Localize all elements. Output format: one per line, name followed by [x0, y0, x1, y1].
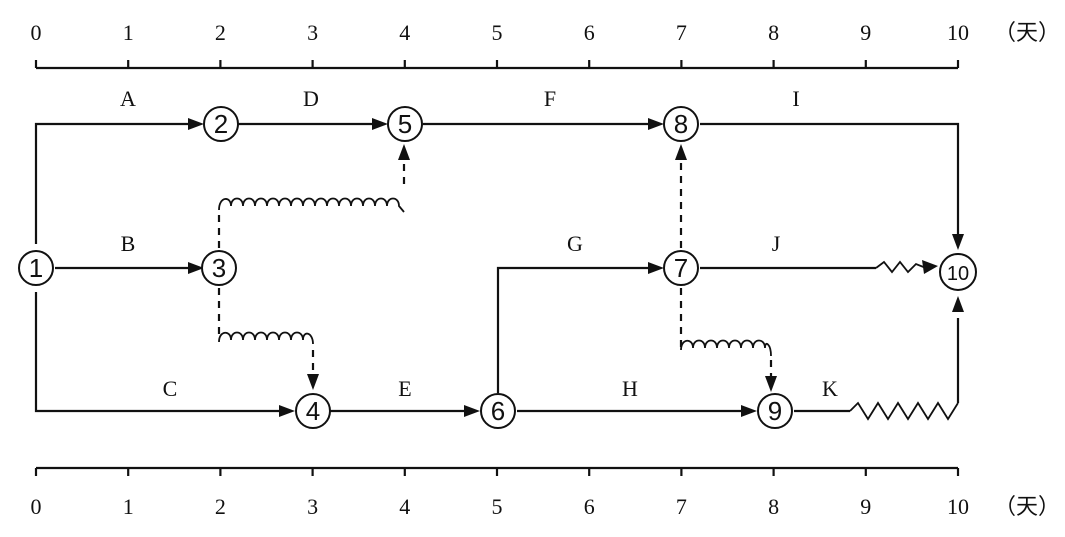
activity-label-i: I — [792, 86, 799, 111]
node-7: 7 — [663, 250, 699, 286]
activity-i-arrowhead — [952, 234, 964, 250]
top-time-axis: 0 1 2 3 4 5 6 7 8 9 10 （天） — [31, 20, 1060, 70]
top-axis-label-0: 0 — [31, 20, 42, 45]
node-8: 8 — [663, 106, 699, 142]
node-9-label: 9 — [768, 396, 782, 426]
top-axis-label-7: 7 — [676, 20, 687, 45]
node-5-label: 5 — [398, 109, 412, 139]
bottom-axis-label-5: 5 — [492, 494, 503, 519]
bottom-axis-ticks: 0 1 2 3 4 5 6 7 8 9 10 — [31, 468, 969, 519]
top-axis-label-8: 8 — [768, 20, 779, 45]
node-3-label: 3 — [212, 253, 226, 283]
bottom-axis-label-7: 7 — [676, 494, 687, 519]
activity-label-f: F — [544, 86, 556, 111]
node-10-label: 10 — [947, 263, 969, 285]
activity-b-arrowhead — [188, 262, 204, 274]
node-9: 9 — [757, 393, 793, 429]
activity-label-d: D — [303, 86, 319, 111]
activity-labels: A B C D E F G H I J K — [120, 86, 838, 401]
node-10-circle — [939, 253, 977, 291]
top-axis-label-9: 9 — [860, 20, 871, 45]
bottom-time-axis: 0 1 2 3 4 5 6 7 8 9 10 （天） — [31, 466, 1060, 519]
dummy-3-5-arrowhead — [398, 144, 410, 160]
top-axis-label-4: 4 — [399, 20, 410, 45]
node-8-label: 8 — [674, 109, 688, 139]
node-6-label: 6 — [491, 396, 505, 426]
node-4-label: 4 — [306, 396, 320, 426]
activity-g-arrow — [496, 266, 652, 393]
top-axis-label-1: 1 — [123, 20, 134, 45]
bottom-axis-label-3: 3 — [307, 494, 318, 519]
bottom-axis-label-0: 0 — [31, 494, 42, 519]
dummy-7-8-arrowhead — [675, 144, 687, 160]
activity-label-k: K — [822, 376, 838, 401]
dummy-activities — [217, 144, 777, 392]
activity-d-arrowhead — [372, 118, 388, 130]
bottom-axis-label-2: 2 — [215, 494, 226, 519]
node-4: 4 — [295, 393, 331, 429]
top-axis-label-5: 5 — [492, 20, 503, 45]
activity-h-arrowhead — [741, 405, 757, 417]
bottom-axis-label-4: 4 — [399, 494, 410, 519]
activity-label-a: A — [120, 86, 136, 111]
activity-c-arrow — [34, 292, 283, 413]
top-axis-label-10: 10 — [947, 20, 969, 45]
node-1-label: 1 — [29, 253, 43, 283]
top-axis-label-2: 2 — [215, 20, 226, 45]
activity-a-arrow — [34, 122, 192, 244]
dummy-7-9-wave — [680, 339, 772, 357]
activity-g-arrowhead — [648, 262, 664, 274]
activity-label-e: E — [398, 376, 411, 401]
node-3-circle — [201, 250, 237, 286]
activity-j-free-float — [875, 260, 927, 274]
top-axis-label-6: 6 — [584, 20, 595, 45]
top-axis-ticks: 0 1 2 3 4 5 6 7 8 9 10 — [31, 20, 969, 68]
node-9-circle — [757, 393, 793, 429]
node-6-circle — [480, 393, 516, 429]
activity-label-b: B — [121, 231, 136, 256]
top-axis-label-3: 3 — [307, 20, 318, 45]
node-10: 10 — [939, 253, 977, 291]
activity-arrows — [34, 118, 964, 421]
activity-i-arrow — [700, 122, 960, 238]
bottom-axis-label-1: 1 — [123, 494, 134, 519]
dummy-3-4-arrowhead — [307, 374, 319, 390]
node-2-circle — [203, 106, 239, 142]
node-5-circle — [387, 106, 423, 142]
node-2: 2 — [203, 106, 239, 142]
bottom-axis-label-10: 10 — [947, 494, 969, 519]
node-5: 5 — [387, 106, 423, 142]
activity-label-h: H — [622, 376, 638, 401]
dummy-3-5-wave — [218, 197, 405, 213]
dummy-7-9-arrowhead — [765, 376, 777, 392]
activity-c-arrowhead — [279, 405, 295, 417]
node-4-circle — [295, 393, 331, 429]
top-axis-unit: （天） — [994, 20, 1060, 45]
dummy-3-4-wave — [218, 331, 314, 345]
activity-k-free-float — [849, 401, 959, 421]
activity-label-j: J — [772, 231, 781, 256]
activity-k-arrowhead — [952, 296, 964, 312]
activity-j-arrowhead — [922, 260, 938, 274]
node-7-label: 7 — [674, 253, 688, 283]
node-8-circle — [663, 106, 699, 142]
bottom-axis-unit: （天） — [994, 494, 1060, 519]
node-3: 3 — [201, 250, 237, 286]
event-nodes: 1 2 3 4 5 6 7 — [18, 106, 977, 429]
bottom-axis-label-6: 6 — [584, 494, 595, 519]
bottom-axis-label-8: 8 — [768, 494, 779, 519]
node-1: 1 — [18, 250, 54, 286]
node-7-circle — [663, 250, 699, 286]
node-6: 6 — [480, 393, 516, 429]
node-2-label: 2 — [214, 109, 228, 139]
node-1-circle — [18, 250, 54, 286]
activity-label-g: G — [567, 231, 583, 256]
activity-f-arrowhead — [648, 118, 664, 130]
bottom-axis-label-9: 9 — [860, 494, 871, 519]
activity-e-arrowhead — [464, 405, 480, 417]
activity-a-arrowhead — [188, 118, 204, 130]
activity-label-c: C — [163, 376, 178, 401]
